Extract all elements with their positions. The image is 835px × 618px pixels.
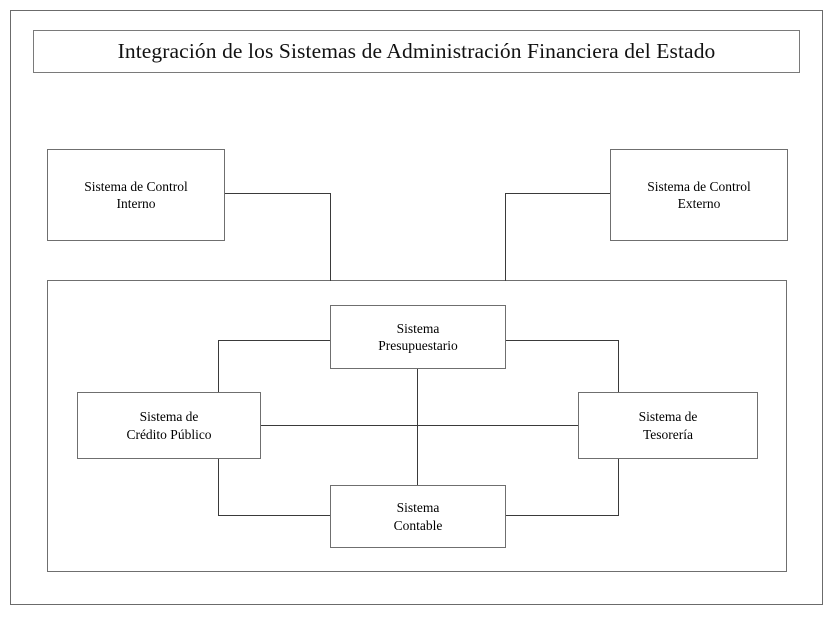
node-label: Sistema Contable — [393, 500, 443, 533]
financial-systems-container — [47, 280, 787, 572]
node-sistema-control-externo[interactable]: Sistema de Control Externo — [610, 149, 788, 241]
connector-credito-contable-horizontal — [218, 515, 331, 516]
connector-credito-tesoreria-spine — [261, 425, 579, 426]
node-sistema-presupuestario[interactable]: Sistema Presupuestario — [330, 305, 506, 369]
connector-presupuestario-tesoreria-horizontal — [505, 340, 619, 341]
node-label: Sistema de Tesorería — [638, 409, 698, 442]
connector-contable-tesoreria-horizontal — [505, 515, 619, 516]
node-sistema-credito-publico[interactable]: Sistema de Crédito Público — [77, 392, 261, 459]
page-title: Integración de los Sistemas de Administr… — [117, 38, 716, 63]
node-sistema-tesoreria[interactable]: Sistema de Tesorería — [578, 392, 758, 459]
connector-externo-vertical — [505, 193, 506, 281]
node-sistema-contable[interactable]: Sistema Contable — [330, 485, 506, 548]
outer-frame — [10, 10, 823, 605]
connector-interno-horizontal — [225, 193, 331, 194]
node-label: Sistema de Control Interno — [84, 178, 188, 211]
diagram-title-box: Integración de los Sistemas de Administr… — [33, 30, 800, 73]
node-label: Sistema Presupuestario — [378, 320, 458, 353]
node-label: Sistema de Crédito Público — [126, 409, 212, 442]
connector-interno-vertical — [330, 193, 331, 281]
node-sistema-control-interno[interactable]: Sistema de Control Interno — [47, 149, 225, 241]
connector-presupuestario-credito-horizontal — [218, 340, 331, 341]
node-label: Sistema de Control Externo — [647, 178, 751, 211]
connector-externo-horizontal — [505, 193, 611, 194]
connector-presupuestario-contable-spine — [417, 369, 418, 486]
